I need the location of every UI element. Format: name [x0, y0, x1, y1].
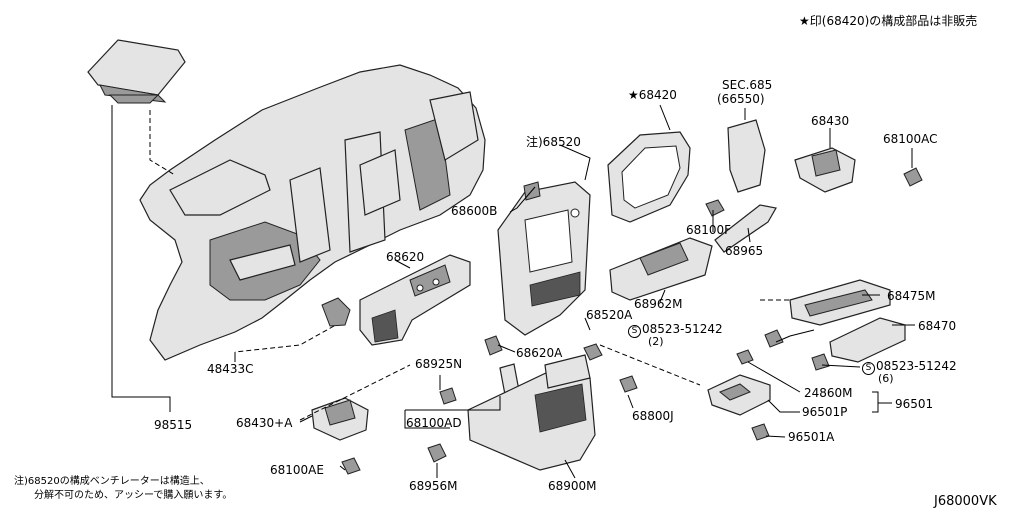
- bolt-6: [811, 353, 830, 371]
- leader-lines: [111, 104, 915, 479]
- label-68520: 注)68520: [526, 135, 581, 149]
- header-note: ★印(68420)の構成部品は非販売: [799, 14, 978, 28]
- box-68470: [829, 317, 906, 363]
- label-bolt-6-qty: (6): [878, 372, 894, 385]
- label-68900m: 68900M: [548, 479, 597, 493]
- label-68620a: 68620A: [516, 346, 563, 360]
- clip-48433c: [321, 297, 351, 327]
- label-24860m: 24860M: [804, 386, 853, 400]
- bolt-2-part-number: 08523-51242: [642, 322, 723, 336]
- footer-note-line1: 注)68520の構成ベンチレーターは構造上、: [14, 476, 210, 487]
- cupholder-68475m: [789, 279, 891, 326]
- bolt-symbol: S: [862, 362, 875, 375]
- instrument-panel-pad: [139, 64, 486, 361]
- label-68100ac: 68100AC: [883, 132, 938, 146]
- label-48433c: 48433C: [207, 362, 254, 376]
- label-sec685: SEC.685: [722, 78, 773, 92]
- screw-68956m: [427, 443, 447, 463]
- bolt-6-part-number: 08523-51242: [876, 359, 957, 373]
- footer-note-line2: 分解不可のため、アッシーで購入願います。: [34, 490, 233, 501]
- clip-68800j: [619, 375, 638, 393]
- screw-68100ac: [903, 167, 923, 187]
- clip-68520a: [583, 343, 603, 361]
- bracket-68430: [794, 147, 856, 193]
- label-68962m: 68962M: [634, 297, 683, 311]
- clip-68620a: [484, 335, 503, 356]
- screw-68100ad: [439, 387, 457, 405]
- label-68475m: 68475M: [887, 289, 936, 303]
- bolt-2: [764, 329, 784, 348]
- label-68100ae: 68100AE: [270, 463, 324, 477]
- cluster-lid-68520: [497, 181, 591, 336]
- label-bolt-2-qty: (2): [648, 335, 664, 348]
- label-68100ad: 68100AD: [406, 416, 462, 430]
- duct-panel-sec685: [727, 119, 766, 193]
- label-68100f: 68100F: [686, 223, 732, 237]
- airbag-module: [87, 39, 186, 104]
- label-68965: 68965: [725, 244, 764, 258]
- meter-hood-68420: [607, 131, 691, 223]
- switch-panel-68962m: [609, 237, 713, 301]
- lid-68620: [359, 254, 471, 346]
- label-68956m: 68956M: [409, 479, 458, 493]
- label-68520a: 68520A: [586, 308, 633, 322]
- screw-68100f: [705, 199, 725, 217]
- label-68470: 68470: [918, 319, 957, 333]
- diagram-code: J68000VK: [934, 494, 997, 509]
- label-68420: ★68420: [628, 88, 677, 102]
- bracket-96501p: [707, 374, 771, 416]
- screw-68100ae: [341, 457, 361, 475]
- label-66550: (66550): [717, 92, 765, 106]
- label-68620: 68620: [386, 250, 425, 264]
- console-finisher-68900m: [467, 354, 596, 471]
- label-68800j: 68800J: [632, 409, 674, 423]
- trim-68965: [714, 204, 777, 253]
- bolt-symbol: S: [628, 325, 641, 338]
- label-68600b: 68600B: [451, 204, 498, 218]
- clip-24860m: [736, 349, 754, 365]
- label-68430a: 68430+A: [236, 416, 293, 430]
- label-96501: 96501: [895, 397, 934, 411]
- label-96501p: 96501P: [802, 405, 848, 419]
- label-68925n: 68925N: [415, 357, 463, 371]
- screw-96501a: [751, 423, 770, 441]
- bracket-68430a: [311, 397, 369, 441]
- label-96501a: 96501A: [788, 430, 835, 444]
- label-98515: 98515: [154, 418, 193, 432]
- label-68430: 68430: [811, 114, 850, 128]
